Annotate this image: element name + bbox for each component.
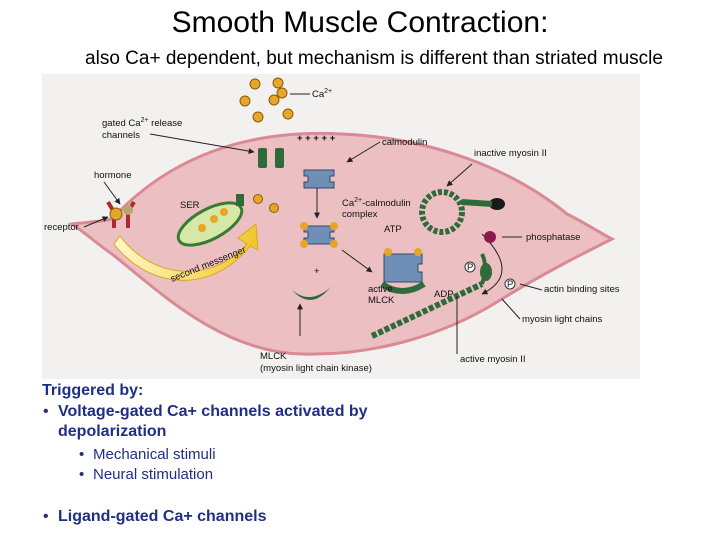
ca-calmodulin-complex-icon (300, 222, 338, 248)
ser-organelle (176, 201, 244, 247)
gated-channel-icon (258, 148, 284, 168)
phosphatase-icon (484, 231, 496, 243)
active-myosin-label: active myosin II (460, 354, 525, 365)
receptor-label: receptor (44, 222, 79, 233)
gated-channels-label-2: channels (102, 130, 140, 141)
ca-calmodulin-label: Ca2+-calmodulin (342, 197, 411, 209)
calmodulin-icon (303, 169, 335, 189)
hormone-label: hormone (94, 170, 132, 181)
active-myosin-icon (370, 253, 516, 339)
bullet: • (43, 403, 49, 420)
trigger-item-ligand: • Ligand-gated Ca+ channels (42, 507, 662, 527)
active-mlck-icon (380, 248, 426, 294)
plus-signs: + + + + + (297, 133, 336, 144)
ca-calmodulin-label-2: complex (342, 209, 378, 220)
smooth-muscle-diagram: Ca2+ gated Ca2+ release channels + + + +… (42, 74, 640, 379)
trigger-sub-mechanical-text: Mechanical stimuli (93, 446, 216, 463)
ca-label: Ca2+ (312, 88, 332, 100)
actin-binding-sites-label: actin binding sites (544, 284, 620, 295)
phosphate-label-1: P (467, 262, 473, 273)
second-messenger-arrow (113, 223, 259, 281)
bullet: • (79, 446, 85, 463)
bullet: • (79, 466, 85, 483)
triggers-heading: Triggered by: (42, 382, 144, 399)
ser-label: SER (180, 200, 200, 211)
slide-subtitle: also Ca+ dependent, but mechanism is dif… (85, 48, 663, 69)
trigger-sub-neural: • Neural stimulation (42, 465, 662, 485)
trigger-item-voltage: • Voltage-gated Ca+ channels activated b… (42, 402, 662, 442)
inactive-myosin-icon (419, 189, 505, 235)
trigger-item-ligand-text: Ligand-gated Ca+ channels (58, 508, 267, 525)
smooth-muscle-cell (67, 131, 616, 356)
active-mlck-label-2: MLCK (368, 295, 395, 306)
bullet: • (43, 508, 49, 525)
trigger-sub-neural-text: Neural stimulation (93, 466, 214, 483)
trigger-item-voltage-line2: depolarization (58, 423, 167, 440)
trigger-sub-mechanical: • Mechanical stimuli (42, 445, 662, 465)
calcium-ions (239, 77, 294, 123)
adp-label: ADP (434, 289, 454, 300)
plus-single: + (314, 266, 320, 277)
atp-label: ATP (384, 224, 402, 235)
phosphatase-label: phosphatase (526, 232, 580, 243)
slide-title: Smooth Muscle Contraction: (171, 6, 549, 39)
mlck-label-1: MLCK (260, 351, 287, 362)
active-mlck-label-1: active (368, 284, 393, 295)
calmodulin-label: calmodulin (382, 137, 427, 148)
ser-channel (236, 194, 244, 206)
mlck-label-2: (myosin light chain kinase) (260, 363, 372, 374)
trigger-item-voltage-line1: Voltage-gated Ca+ channels activated by (58, 403, 368, 420)
inactive-myosin-label: inactive myosin II (474, 148, 547, 159)
triggers-list: Triggered by: • Voltage-gated Ca+ channe… (42, 382, 662, 527)
receptor-icon (106, 200, 136, 228)
gated-channels-label: gated Ca2+ release (102, 117, 182, 129)
phosphate-label-2: P (507, 279, 513, 290)
mlck-icon (288, 286, 332, 300)
myosin-light-chains-label: myosin light chains (522, 314, 603, 325)
